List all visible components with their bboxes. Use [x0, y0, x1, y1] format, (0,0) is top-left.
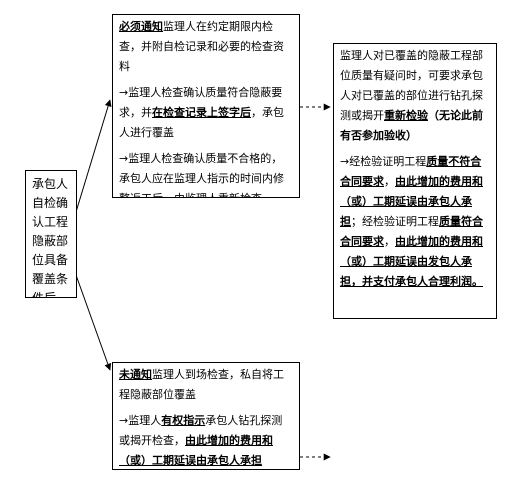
unqualified-paragraph: →监理人检查确认质量不合格的，承包人应在监理人指示的时间内修整返工后，由监理人重…	[119, 152, 284, 197]
notify-paragraph: 必须通知监理人在约定期限内检查，并附自检记录和必要的检查资料	[119, 20, 284, 73]
contractor-bears-cost-emphasis: 由此增加的费用和（或）工期延误由承包人承担	[119, 434, 273, 467]
right-to-order-emphasis: 有权指示	[161, 414, 206, 427]
order-inspection-paragraph: →监理人有权指示承包人钻孔探测或揭开检查，由此增加的费用和（或）工期延误由承包人…	[119, 414, 283, 467]
qualified-paragraph: →监理人检查确认质量符合隐蔽要求，并在检查记录上签字后，承包人进行覆盖	[119, 86, 284, 139]
contractor-self-check-box: 承包人自检确认工程隐蔽部位具备覆盖条件后	[25, 170, 77, 298]
sign-record-emphasis: 在检查记录上签字后	[152, 106, 251, 119]
arrow-to-no-notify	[75, 274, 112, 371]
contractor-self-check-text: 承包人自检确认工程隐蔽部位具备覆盖条件后	[32, 177, 69, 298]
result-paragraph: →经检验证明工程质量不符合合同要求，由此增加的费用和（或）工期延误由承包人承担；…	[340, 155, 483, 288]
recheck-box: 监理人对已覆盖的隐蔽工程部位质量有疑问时，可要求承包人对已覆盖的部位进行钻孔探测…	[333, 43, 497, 319]
no-notify-box: 未通知监理人到场检查，私自将工程隐蔽部位覆盖 →监理人有权指示承包人钻孔探测或揭…	[112, 362, 300, 470]
no-notify-label: 未通知	[119, 368, 152, 381]
arrow-to-notify	[75, 99, 112, 213]
recheck-emphasis: 重新检验	[384, 109, 428, 122]
must-notify-label: 必须通知	[119, 20, 163, 33]
notify-supervisor-box: 必须通知监理人在约定期限内检查，并附自检记录和必要的检查资料 →监理人检查确认质…	[112, 14, 300, 198]
no-notify-paragraph: 未通知监理人到场检查，私自将工程隐蔽部位覆盖	[119, 368, 284, 401]
recheck-paragraph: 监理人对已覆盖的隐蔽工程部位质量有疑问时，可要求承包人对已覆盖的部位进行钻孔探测…	[340, 49, 483, 142]
recheck-note: （无论此前有否参加验收）	[340, 109, 483, 142]
